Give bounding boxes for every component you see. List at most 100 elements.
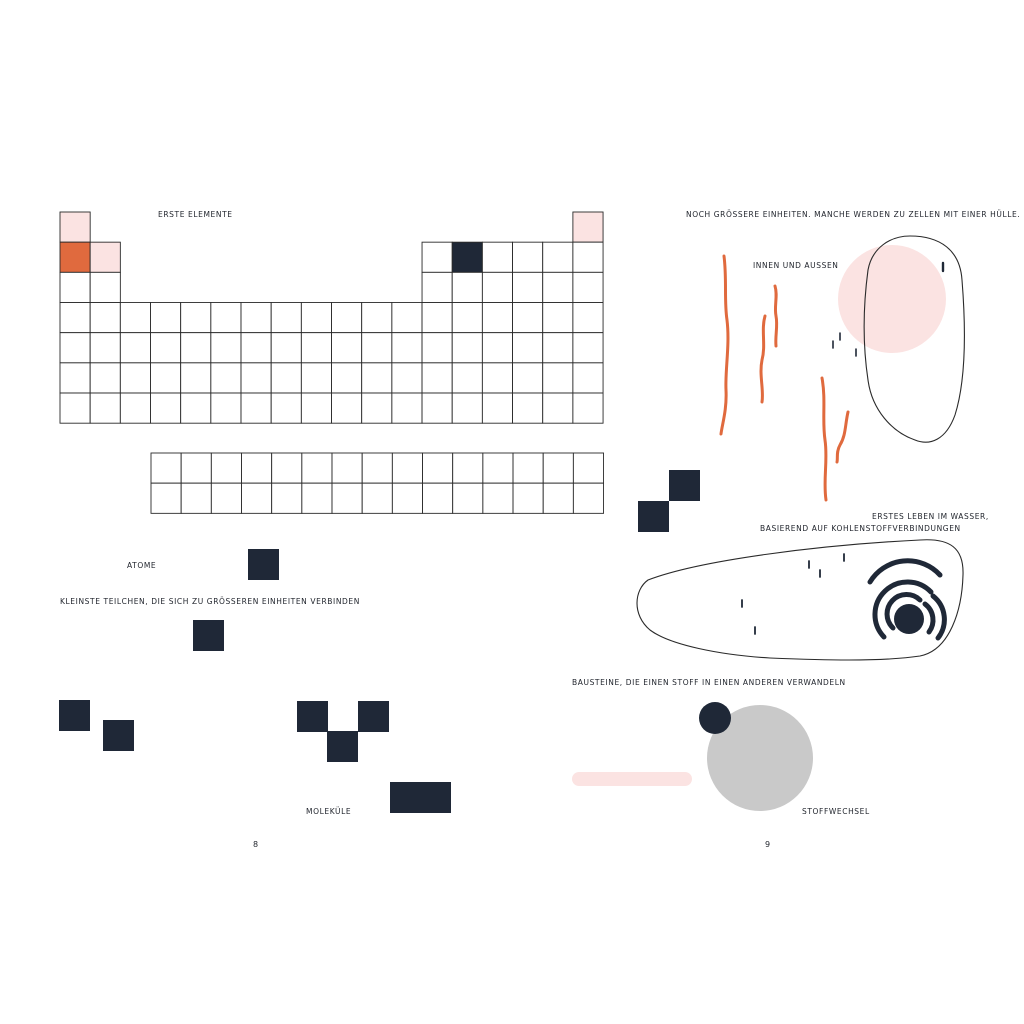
element-cell [542, 332, 574, 364]
element-cell [331, 392, 363, 424]
orange-strand [773, 284, 779, 348]
element-cell [481, 362, 514, 394]
element-cell [150, 452, 182, 484]
element-cell [572, 452, 605, 484]
element-cell [542, 482, 574, 514]
organism-dashes [741, 553, 845, 635]
element-cell [512, 452, 544, 484]
element-cell [391, 452, 423, 484]
element-cell [451, 271, 483, 303]
element-cell [451, 392, 483, 424]
element-cell [180, 482, 212, 514]
element-cell [210, 332, 242, 364]
element-cell [331, 332, 363, 364]
pink-circle [838, 245, 946, 353]
element-cell [331, 452, 363, 484]
page-number-right: 9 [765, 840, 771, 849]
element-cell [512, 241, 544, 273]
step-square [638, 501, 669, 532]
orange-strand [759, 314, 767, 404]
atom-square [248, 549, 279, 580]
element-cell [89, 241, 121, 273]
element-cell [59, 392, 91, 424]
element-cell [89, 392, 121, 424]
element-cell [451, 241, 483, 273]
element-cell [240, 392, 272, 424]
element-cell [512, 271, 544, 303]
element-cell [59, 362, 91, 394]
label-molecules: Moleküle [306, 807, 352, 816]
element-cell [481, 392, 514, 424]
organism-outline [636, 539, 964, 661]
molecule-rectangle [390, 782, 451, 813]
element-cell [542, 452, 574, 484]
caption-building-blocks: Bausteine, die einen Stoff in einen ande… [572, 678, 846, 687]
step-square [669, 470, 700, 501]
element-cell [301, 452, 333, 484]
element-cell [452, 482, 484, 514]
element-cell [542, 271, 574, 303]
label-metabolism: Stoffwechsel [802, 807, 870, 816]
element-cell [512, 392, 544, 424]
element-cell [572, 392, 604, 424]
element-cell [300, 332, 332, 364]
element-cell [271, 482, 303, 514]
element-cell [572, 362, 604, 394]
element-cell [300, 392, 332, 424]
element-cell [421, 362, 453, 394]
element-cell [89, 362, 121, 394]
caption-larger-units: Noch grössere Einheiten. Manche werden z… [686, 210, 1021, 219]
molecule-square [103, 720, 134, 751]
element-cell [331, 362, 363, 394]
element-cell [542, 392, 574, 424]
pink-bar [572, 772, 692, 786]
molecule-square [327, 731, 358, 762]
element-cell [150, 302, 182, 334]
organism-arcs [867, 558, 947, 641]
molecule-square [59, 700, 90, 731]
caption-first-life-line2: basierend auf Kohlenstoffverbindungen [760, 524, 961, 533]
element-cell [361, 332, 393, 364]
element-cell [421, 302, 453, 334]
element-cell [391, 362, 423, 394]
element-cell [119, 392, 151, 424]
element-cell [119, 302, 151, 334]
label-inside-outside: Innen und aussen [753, 261, 839, 270]
caption-smallest-particles: Kleinste Teilchen, die sich zu grösseren… [60, 597, 360, 606]
orange-strand [835, 410, 850, 464]
element-cell [59, 211, 91, 243]
element-cell [89, 271, 121, 303]
element-cell [301, 482, 333, 514]
element-cell [572, 211, 604, 243]
element-cell [391, 332, 423, 364]
caption-first-life-line1: Erstes Leben im Wasser, [872, 512, 989, 521]
element-cell [240, 362, 272, 394]
element-cell [180, 392, 212, 424]
orange-strand [719, 254, 730, 436]
molecule-square [297, 701, 328, 732]
molecule-square [358, 701, 389, 732]
orange-strand [820, 376, 828, 502]
element-cell [572, 302, 604, 334]
cell-outline [863, 235, 965, 443]
element-cell [180, 362, 212, 394]
element-cell [361, 302, 393, 334]
element-cell [59, 302, 91, 334]
element-cell [180, 302, 212, 334]
element-cell [482, 452, 514, 484]
element-cell [300, 302, 332, 334]
element-cell [421, 332, 453, 364]
element-cell [422, 482, 454, 514]
element-cell [241, 482, 273, 514]
element-cell [572, 332, 604, 364]
heading-first-elements: Erste Elemente [158, 210, 233, 219]
organism-nucleus [894, 604, 924, 634]
element-cell [572, 271, 604, 303]
grey-circle [707, 705, 813, 811]
element-cell [512, 482, 544, 514]
element-cell [572, 241, 604, 273]
element-cell [331, 482, 363, 514]
label-atoms: Atome [127, 561, 157, 570]
